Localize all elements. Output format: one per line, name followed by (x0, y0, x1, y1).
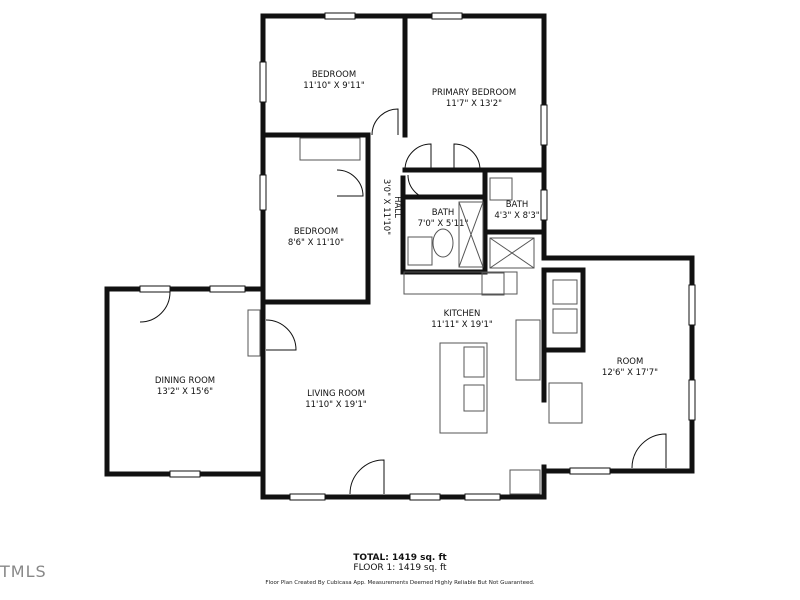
room-labels: BEDROOM 11'10" X 9'11" PRIMARY BEDROOM 1… (155, 70, 658, 410)
bedroom2-size: 8'6" X 11'10" (288, 238, 344, 248)
bath1-size: 7'0" X 5'11" (418, 219, 469, 229)
floor-area: FLOOR 1: 1419 sq. ft (353, 563, 447, 573)
kitchen-name: KITCHEN (444, 309, 481, 319)
bedroom2-name: BEDROOM (294, 227, 338, 237)
hall-name: HALL (392, 196, 402, 218)
total-area: TOTAL: 1419 sq. ft (353, 553, 447, 563)
doors (139, 108, 667, 495)
room-name: ROOM (617, 357, 644, 367)
walls (104, 13, 695, 500)
windows (139, 12, 696, 501)
watermark-logo: TMLS (0, 562, 47, 581)
living-room-size: 11'10" X 19'1" (305, 400, 367, 410)
living-room-name: LIVING ROOM (307, 389, 365, 399)
bedroom1-size: 11'10" X 9'11" (303, 81, 365, 91)
primary-bedroom-name: PRIMARY BEDROOM (432, 88, 516, 98)
bath2-name: BATH (506, 200, 529, 210)
credit-note: Floor Plan Created By Cubicasa App. Meas… (265, 580, 535, 586)
bedroom1-name: BEDROOM (312, 70, 356, 80)
primary-bedroom-size: 11'7" X 13'2" (446, 99, 502, 109)
fixtures (247, 137, 583, 495)
dining-room-size: 13'2" X 15'6" (157, 387, 213, 397)
bath2-size: 4'3" X 8'3" (494, 211, 539, 221)
dining-room-name: DINING ROOM (155, 376, 215, 386)
hall-size: 3'0" X 11'10" (381, 179, 391, 235)
bath1-name: BATH (432, 208, 455, 218)
kitchen-size: 11'11" X 19'1" (431, 320, 493, 330)
room-size: 12'6" X 17'7" (602, 368, 658, 378)
